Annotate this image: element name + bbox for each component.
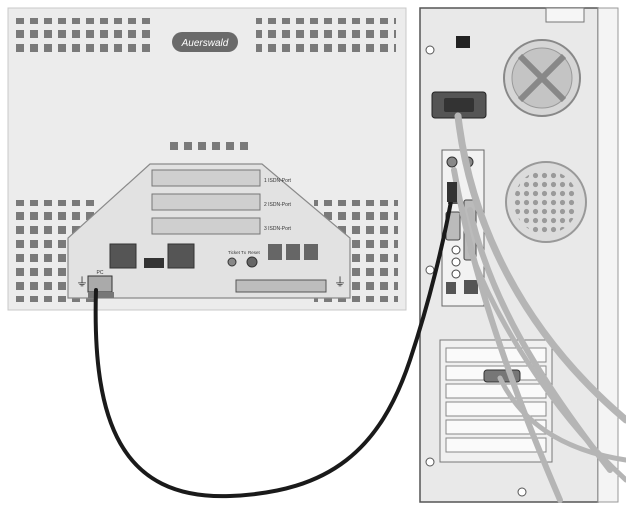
ps2-port: [446, 156, 458, 168]
slot-cover: [445, 419, 547, 435]
connector-block-b: [286, 244, 300, 260]
pc-jack: [87, 275, 113, 293]
slot-cover: [445, 401, 547, 417]
led-indicator: [227, 257, 237, 267]
pc-tower: [419, 7, 619, 503]
earth-symbol-left: ⏚: [76, 275, 88, 289]
tower-right-edge: [597, 7, 619, 503]
gray-cable-power: [454, 112, 626, 424]
port-label-2: 2 ISDN-Port: [264, 202, 292, 208]
pc-jack-label: PC: [97, 270, 104, 276]
reset-button: [246, 256, 258, 268]
screw-icon: [425, 45, 435, 55]
tower-top-notch: [545, 7, 585, 23]
usb-port-icon: [446, 282, 456, 294]
logo-text: Auerswald: [181, 38, 229, 49]
auerswald-logo: Auerswald: [172, 32, 238, 52]
dip-switch: [144, 258, 164, 268]
usb-cable: [93, 194, 454, 499]
port-header-3: [151, 217, 261, 235]
ticket-tx-label: Ticket Tx: [228, 250, 247, 255]
power-socket-icon: [431, 91, 487, 119]
audio-jack: [451, 269, 461, 279]
left-terminal-strip: [88, 292, 114, 298]
reset-label: Reset: [248, 250, 261, 255]
port-header-2: [151, 193, 261, 211]
terminal-board: 1 ISDN-Port 2 ISDN-Port 3 ISDN-Port PC T…: [67, 163, 351, 299]
audio-jack: [451, 245, 461, 255]
rj-jack-left: [109, 243, 137, 269]
connector-block-a: [268, 244, 282, 260]
slot-cover: [445, 383, 547, 399]
port-header-1: [151, 169, 261, 187]
slot-cover: [445, 437, 547, 453]
audio-jack: [451, 257, 461, 267]
fan-icon: [503, 39, 581, 117]
pbx-unit: Auerswald 1 ISDN-Port 2 ISDN-Port 3 ISDN…: [7, 7, 407, 311]
terminal-strip: [235, 279, 327, 293]
cables: [93, 112, 626, 503]
gray-cable-slot: [497, 375, 626, 463]
earth-symbol-right: ⏚: [334, 275, 346, 289]
top-right-vents: [256, 18, 396, 58]
power-switch: [456, 36, 470, 48]
usb-plug: [447, 182, 457, 202]
screw-icon: [425, 457, 435, 467]
gray-cable-io-1: [451, 167, 563, 503]
middle-vents: [164, 138, 248, 150]
port-label-3: 3 ISDN-Port: [264, 226, 292, 232]
port-label-1: 1 ISDN-Port: [264, 178, 292, 184]
top-left-vents: [16, 18, 156, 58]
screw-icon: [425, 265, 435, 275]
lan-port: [464, 280, 478, 294]
connector-block-c: [304, 244, 318, 260]
rj-jack-mid: [167, 243, 195, 269]
fan-grill-icon: [505, 161, 587, 243]
screw-icon: [517, 487, 527, 497]
